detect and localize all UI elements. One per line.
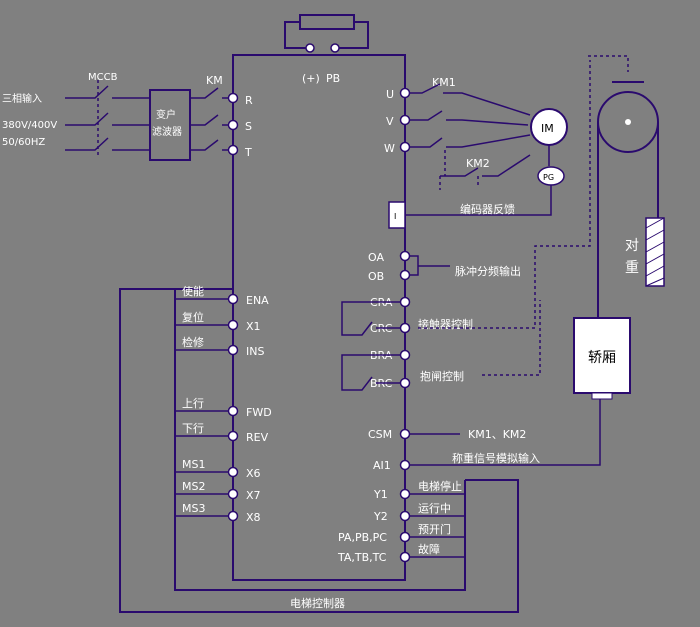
svg-text:I: I [394, 212, 396, 221]
label-pb: PB [326, 72, 340, 85]
encoder-feedback-label: 编码器反馈 [460, 202, 515, 216]
brake-resistor [299, 14, 355, 30]
encoder-label: PG [543, 173, 554, 182]
filter-line2: 滤波器 [152, 125, 182, 138]
km-label: KM [206, 74, 223, 87]
y1-desc: 电梯停止 [418, 479, 462, 493]
brake-control-label: 抱闸控制 [420, 369, 464, 383]
label-fwd: FWD [246, 406, 272, 419]
terminal-ins [227, 344, 239, 356]
terminal-ob [399, 269, 411, 281]
terminal-u [399, 87, 411, 99]
label-x8: X8 [246, 511, 261, 524]
label-ta: TA,TB,TC [337, 551, 387, 564]
power-input-line1: 三相输入 [2, 92, 42, 105]
terminal-csm [399, 428, 411, 440]
csm-desc: KM1、KM2 [468, 428, 526, 441]
counterweight [645, 217, 665, 287]
label-s: S [245, 120, 252, 133]
power-input-line3: 50/60HZ [2, 137, 45, 148]
terminal-v [399, 114, 411, 126]
terminal-y2 [399, 510, 411, 522]
elevator-car [573, 317, 631, 394]
car-label: 轿厢 [588, 350, 616, 366]
counterweight-label-1: 对 [625, 238, 639, 254]
terminal-y1 [399, 488, 411, 500]
terminal-pa [399, 531, 411, 543]
controller-loop [119, 288, 519, 613]
terminal-x8 [227, 510, 239, 522]
terminal-x7 [227, 488, 239, 500]
label-v: V [386, 115, 394, 128]
terminal-brc [399, 377, 411, 389]
elevator-controller-label: 电梯控制器 [290, 596, 345, 610]
terminal-x1 [227, 319, 239, 331]
terminal-oa [399, 250, 411, 262]
terminal-rev [227, 430, 239, 442]
label-ob: OB [368, 270, 384, 283]
terminal-cra [399, 296, 411, 308]
label-oa: OA [368, 251, 384, 264]
ena-desc: 使能 [182, 284, 204, 298]
label-u: U [386, 88, 394, 101]
power-input-line2: 380V/400V [2, 120, 57, 131]
label-y1: Y1 [373, 488, 388, 501]
label-csm: CSM [368, 428, 392, 441]
label-ena: ENA [246, 294, 269, 307]
label-pa: PA,PB,PC [338, 531, 387, 544]
label-y2: Y2 [373, 510, 388, 523]
terminal-fwd [227, 405, 239, 417]
label-x1: X1 [246, 320, 261, 333]
inverter-body [232, 54, 406, 581]
filter-line1: 变户 [156, 108, 176, 121]
ai1-desc: 称重信号模拟输入 [452, 451, 540, 465]
breaker-label: MCCB [88, 72, 118, 83]
terminal-ai1 [399, 459, 411, 471]
counterweight-label-2: 重 [625, 260, 639, 276]
km2-label: KM2 [466, 157, 490, 170]
pg-card [388, 201, 406, 229]
motor-label: IM [541, 122, 554, 135]
label-x7: X7 [246, 489, 261, 502]
pulse-output-label: 脉冲分频输出 [455, 264, 521, 278]
x8-desc: MS3 [182, 502, 205, 515]
y2-desc: 运行中 [418, 502, 451, 515]
pa-desc: 预开门 [418, 522, 451, 536]
x6-desc: MS1 [182, 458, 205, 471]
terminal-bra [399, 349, 411, 361]
terminal-crc [399, 322, 411, 334]
label-r: R [245, 94, 253, 107]
ta-desc: 故障 [418, 542, 440, 556]
x7-desc: MS2 [182, 480, 205, 493]
x1-desc: 复位 [182, 310, 204, 324]
terminal-s [227, 119, 239, 131]
ins-desc: 检修 [182, 335, 204, 349]
load-sensor [591, 392, 613, 400]
terminal-t [227, 144, 239, 156]
label-plus: (+) [302, 72, 320, 85]
label-w: W [384, 142, 395, 155]
terminal-ta [399, 551, 411, 563]
fwd-desc: 上行 [182, 397, 204, 410]
terminal-r [227, 92, 239, 104]
label-rev: REV [246, 431, 269, 444]
label-ins: INS [246, 345, 264, 358]
terminal-w [399, 141, 411, 153]
terminal-x6 [227, 466, 239, 478]
label-ai1: AI1 [373, 459, 391, 472]
terminal-plus [305, 43, 315, 53]
rev-desc: 下行 [182, 422, 204, 435]
contactor-control-label: 接触器控制 [418, 317, 473, 331]
filter-box [149, 89, 191, 161]
label-x6: X6 [246, 467, 261, 480]
terminal-pb [330, 43, 340, 53]
terminal-ena [227, 293, 239, 305]
label-t: T [244, 146, 252, 159]
